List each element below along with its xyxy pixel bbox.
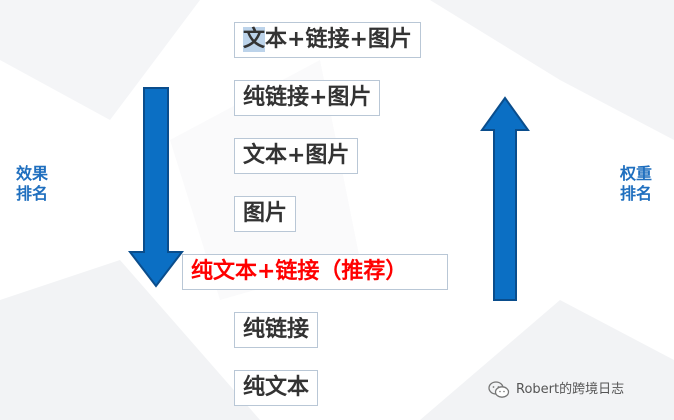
item-label: 文本+图片 [243,143,350,168]
item-label: 图片 [243,201,288,226]
footer-text: Robert的跨境日志 [516,382,625,397]
item-link-image: 纯链接+图片 [234,80,381,116]
item-text-only: 纯文本 [234,370,319,406]
item-image: 图片 [234,196,297,232]
right-label-line1: 权重 [619,164,652,183]
item-text-link-image: 文本+链接+图片 [234,22,421,58]
item-highlight: 文 [243,27,266,52]
item-label: 纯链接+图片 [243,85,372,110]
down-arrow-icon [128,87,184,288]
item-text-image: 文本+图片 [234,138,359,174]
left-label-line1: 效果 [15,164,48,183]
item-label: 纯文本 [243,375,310,400]
up-arrow-icon [480,96,530,301]
item-label: 纯链接 [243,317,310,342]
left-label: 效果 排名 [2,164,62,204]
footer-watermark: Robert的跨境日志 [488,380,624,400]
item-text-link-recommended: 纯文本+链接（推荐） [182,254,448,290]
item-link-only: 纯链接 [234,312,319,348]
item-label: 纯文本+链接（推荐） [191,259,408,284]
item-label: 本+链接+图片 [265,27,412,52]
wechat-icon [488,381,510,398]
right-label-line2: 排名 [619,184,652,203]
left-label-line2: 排名 [15,184,48,203]
right-label: 权重 排名 [606,164,666,204]
